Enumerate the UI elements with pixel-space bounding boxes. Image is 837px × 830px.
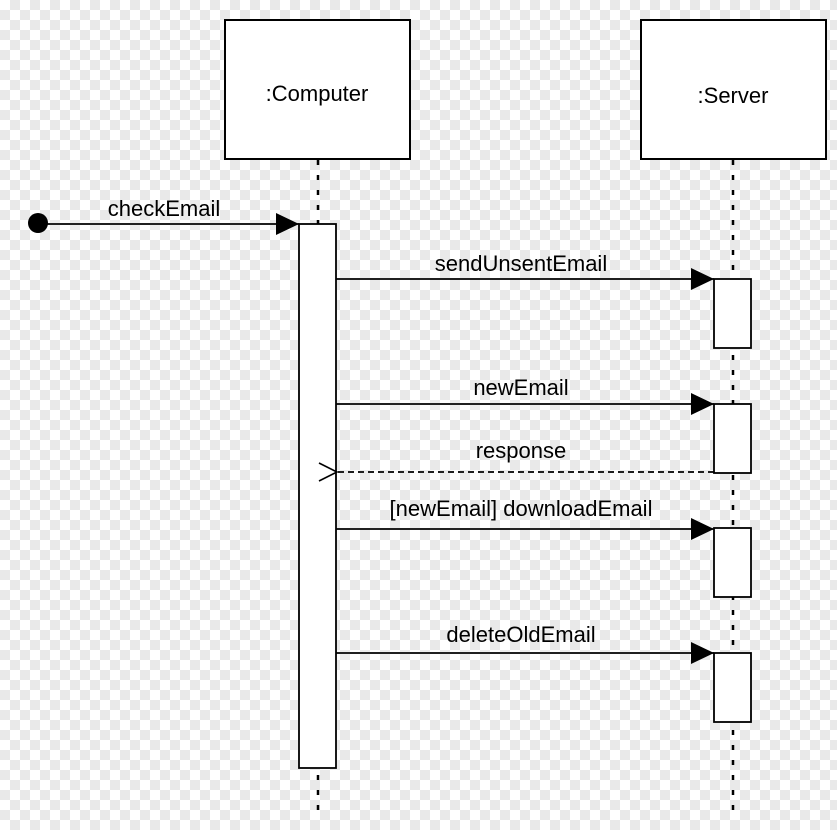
found-message-dot (28, 213, 48, 233)
delete-old-email-label: deleteOldEmail (446, 622, 595, 647)
server-participant: :Server (640, 19, 827, 160)
computer-participant: :Computer (224, 19, 411, 160)
download-email-label: [newEmail] downloadEmail (390, 496, 653, 521)
server-participant-label: :Server (698, 83, 769, 108)
server-activation-bar (713, 527, 752, 598)
response-message: response (337, 438, 714, 472)
server-activation-bar (713, 278, 752, 349)
delete-old-email-message: deleteOldEmail (336, 622, 714, 664)
response-label: response (476, 438, 567, 463)
new-email-message: newEmail (336, 375, 714, 415)
send-unsent-email-message: sendUnsentEmail (336, 251, 714, 290)
computer-activation-bar (298, 223, 337, 769)
computer-participant-label: :Computer (266, 81, 369, 106)
server-activation-bar (713, 652, 752, 723)
new-email-label: newEmail (473, 375, 568, 400)
check-email-message: checkEmail (28, 196, 299, 235)
send-unsent-email-label: sendUnsentEmail (435, 251, 607, 276)
download-email-message: [newEmail] downloadEmail (336, 496, 714, 540)
check-email-label: checkEmail (108, 196, 220, 221)
server-activation-bar (713, 403, 752, 474)
